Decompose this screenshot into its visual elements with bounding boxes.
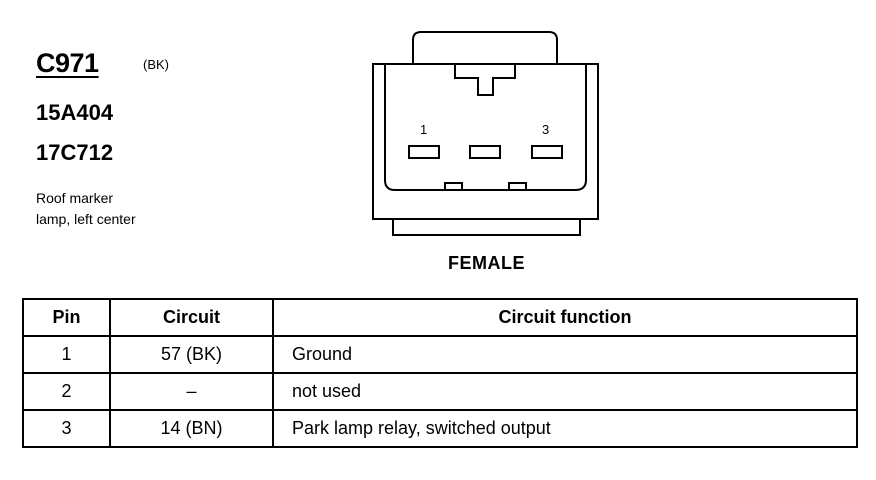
header-pin: Pin <box>22 298 111 337</box>
connector-gender: FEMALE <box>448 253 525 273</box>
pin-cell: 3 <box>22 409 111 448</box>
function-cell: Park lamp relay, switched output <box>272 409 858 448</box>
lock-nub-right <box>508 182 527 191</box>
table-row: 2 – not used <box>22 372 858 411</box>
pin-cavity-2 <box>469 145 501 159</box>
circuit-cell: 14 (BN) <box>109 409 274 448</box>
pinout-table: Pin Circuit Circuit function 1 57 (BK) G… <box>22 298 858 448</box>
latch-tab <box>412 31 558 64</box>
connector-key <box>454 64 516 96</box>
part-number-2: 17C712 <box>36 140 114 165</box>
part-number-1: 15A404 <box>36 100 114 125</box>
lock-nub-left <box>444 182 463 191</box>
header-circuit: Circuit <box>109 298 274 337</box>
table-row: 3 14 (BN) Park lamp relay, switched outp… <box>22 409 858 448</box>
pin-cavity-3 <box>531 145 563 159</box>
connector-cavity <box>384 64 587 191</box>
function-cell: Ground <box>272 335 858 374</box>
pin-cell: 1 <box>22 335 111 374</box>
connector-id: C971 <box>36 48 99 78</box>
connector-housing <box>372 63 599 220</box>
circuit-cell: – <box>109 372 274 411</box>
table-row: 1 57 (BK) Ground <box>22 335 858 374</box>
connector-base <box>392 218 581 236</box>
description-line-1: Roof marker <box>36 190 114 206</box>
pin-cell: 2 <box>22 372 111 411</box>
pin-cavity-1 <box>408 145 440 159</box>
connector-color: (BK) <box>143 57 169 72</box>
function-cell: not used <box>272 372 858 411</box>
circuit-cell: 57 (BK) <box>109 335 274 374</box>
pin-label-1: 1 <box>420 122 427 137</box>
header-circuit-function: Circuit function <box>272 298 858 337</box>
pin-label-3: 3 <box>542 122 549 137</box>
description-line-2: lamp, left center <box>36 211 136 227</box>
table-header-row: Pin Circuit Circuit function <box>22 298 858 337</box>
